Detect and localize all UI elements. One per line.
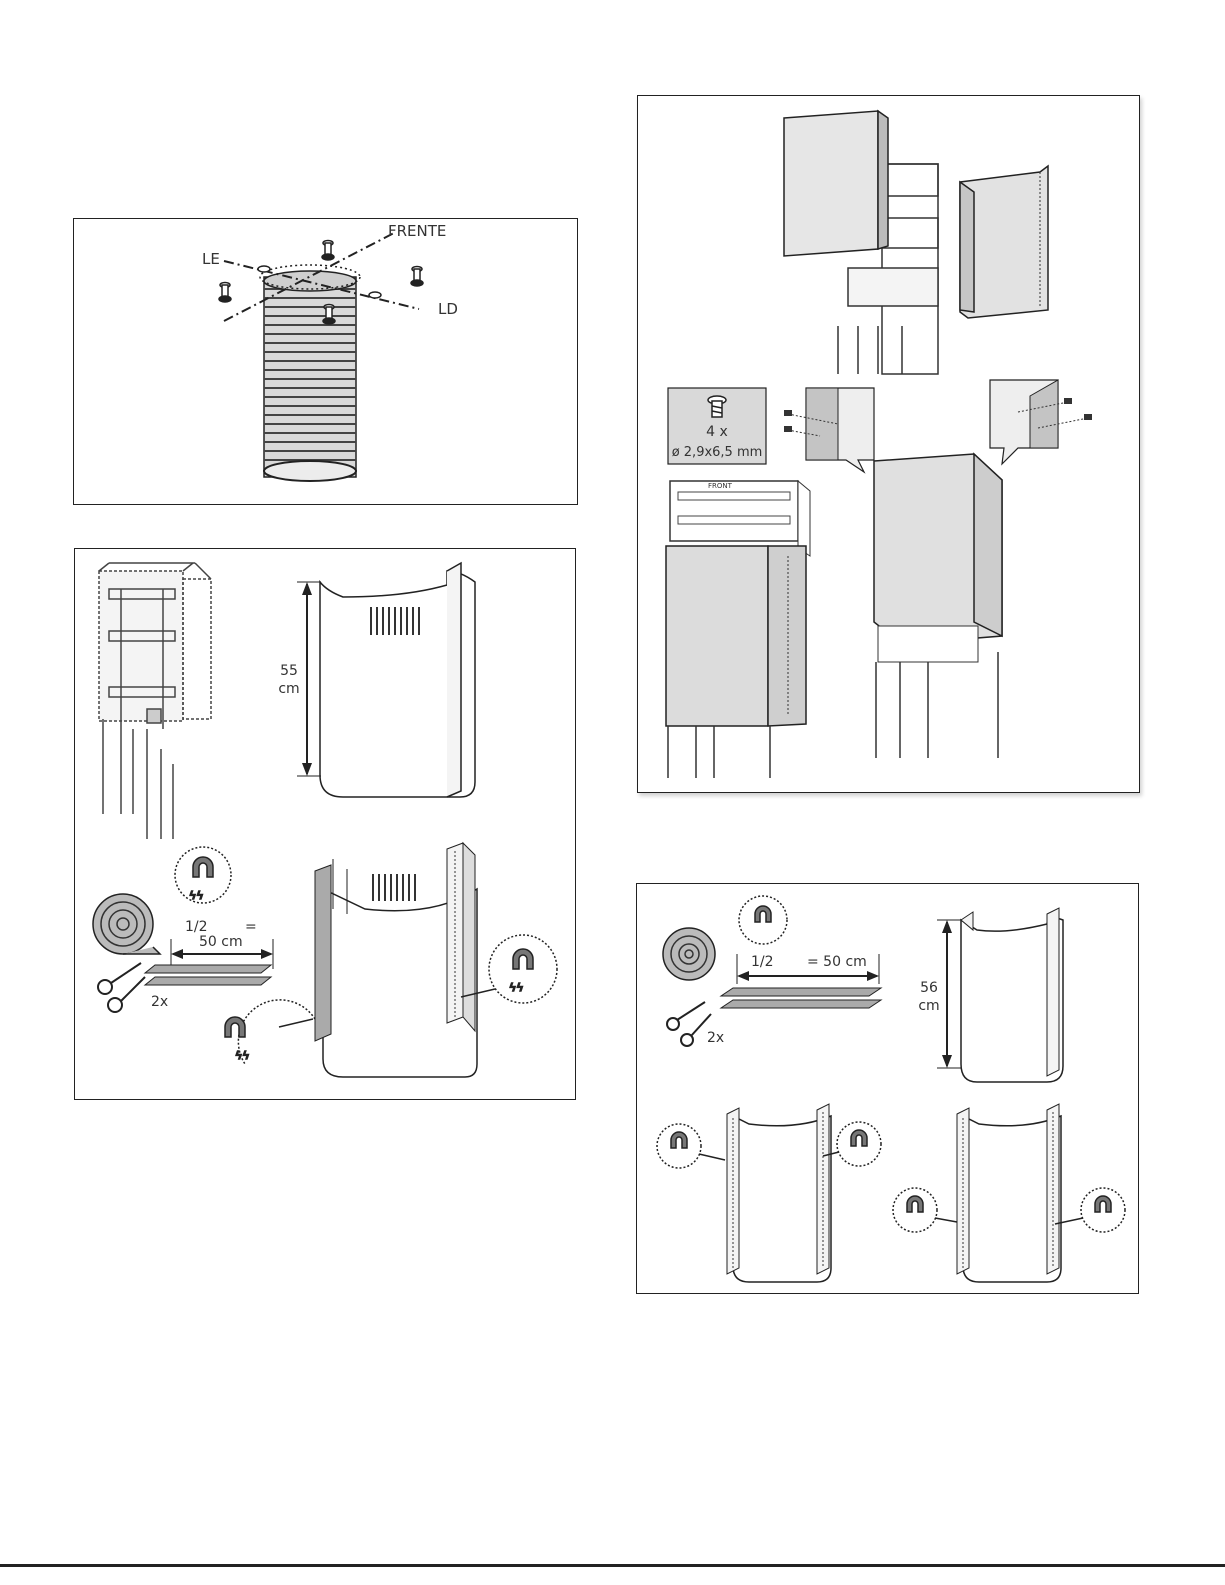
label-right: LD	[438, 300, 458, 318]
chimney-cover-56	[937, 908, 1063, 1082]
magnet-bubble-icon	[1055, 1188, 1125, 1232]
magnet-bubble-icon	[657, 1124, 725, 1168]
detail-callout-right	[990, 380, 1092, 464]
fraction-label: 1/2	[185, 919, 208, 935]
cover-half-back	[960, 166, 1048, 318]
magnet-bubble-icon: ϟϟ	[175, 847, 231, 903]
svg-text:ϟϟ: ϟϟ	[509, 981, 524, 994]
cover-assembly-illustration: 4 x ø 2,9x6,5 mm FRONT	[638, 96, 1141, 794]
fraction-label: 1/2	[751, 954, 774, 970]
cover-55-illustration: 55 cm ϟϟ 1/2 = 50 cm 2x	[75, 549, 577, 1101]
dimension-unit: cm	[918, 998, 939, 1014]
frame-label: FRONT	[708, 482, 733, 490]
screw-icon	[219, 283, 231, 303]
screw-icon	[411, 267, 423, 287]
cover-with-strips-right	[957, 1104, 1061, 1282]
dimension-unit: cm	[278, 681, 299, 697]
cover-with-strips-left	[727, 1104, 831, 1282]
scissors-icon	[98, 963, 145, 1012]
svg-text:ϟϟ: ϟϟ	[235, 1049, 250, 1062]
cover-56-illustration: 1/2 = 50 cm 2x 56 cm	[637, 884, 1140, 1295]
magnet-bubble-icon: ϟϟ	[225, 1000, 315, 1064]
figure-cover-assembly: 4 x ø 2,9x6,5 mm FRONT	[637, 95, 1140, 793]
dimension-value: 55	[280, 663, 298, 679]
magnet-bubble-icon	[893, 1188, 957, 1232]
figure-chimney-cover-56: 1/2 = 50 cm 2x 56 cm	[636, 883, 1139, 1294]
svg-text:ϟϟ: ϟϟ	[189, 889, 204, 902]
magnet-bubble-icon	[739, 896, 787, 944]
screw-count: 4 x	[706, 424, 728, 440]
screw-size: ø 2,9x6,5 mm	[672, 445, 763, 460]
chimney-cover-55	[297, 563, 475, 797]
dimension-value: 56	[920, 980, 938, 996]
column-full-cover	[874, 454, 1002, 758]
screw-icon	[322, 241, 334, 261]
magnetic-roll-icon	[93, 894, 160, 954]
mounting-frame	[99, 563, 211, 839]
label-left: LE	[202, 250, 220, 268]
quantity-label: 2x	[151, 994, 168, 1010]
cover-half-front	[784, 111, 888, 256]
cover-with-magnetic-strips	[315, 843, 477, 1077]
figure-chimney-cover-55: 55 cm ϟϟ 1/2 = 50 cm 2x	[74, 548, 576, 1100]
label-front: FRENTE	[388, 222, 446, 240]
length-label: = 50 cm	[807, 954, 867, 970]
magnetic-roll-icon	[663, 928, 715, 980]
duct-illustration: FRENTE LE LD	[74, 219, 579, 506]
quantity-label: 2x	[707, 1030, 724, 1046]
length-label: 50 cm	[199, 934, 243, 950]
page-footer-rule	[0, 1564, 1225, 1567]
detail-callout-left	[784, 388, 874, 472]
equals-label: =	[245, 919, 257, 935]
scissors-icon	[667, 1002, 711, 1046]
column-partial-cover: FRONT	[666, 481, 810, 778]
figure-duct-orientation: FRENTE LE LD	[73, 218, 578, 505]
flexible-duct	[260, 265, 360, 481]
